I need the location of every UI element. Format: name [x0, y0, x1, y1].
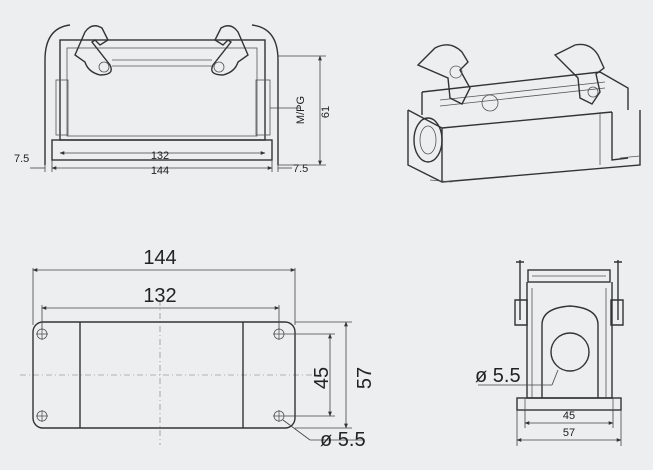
- side-dim-hole: ø 5.5: [475, 365, 521, 387]
- isometric-view: [407, 43, 641, 183]
- front-view: 132 144 7.5 7.5 61 M/PG: [14, 24, 332, 177]
- top-view: 144 132 45 57 ø 5.5: [20, 247, 376, 451]
- side-view: ø 5.5 45 57: [475, 260, 624, 446]
- front-label-mpg: M/PG: [295, 96, 307, 124]
- front-dim-132: 132: [151, 150, 169, 162]
- top-dim-57: 57: [354, 367, 376, 389]
- top-dim-hole: ø 5.5: [320, 429, 366, 451]
- side-dim-45: 45: [563, 410, 575, 422]
- front-dim-61: 61: [320, 106, 332, 118]
- side-dim-57: 57: [563, 427, 575, 439]
- front-dim-144: 144: [151, 165, 169, 177]
- top-dim-144: 144: [143, 247, 176, 269]
- top-dim-45: 45: [311, 367, 333, 389]
- front-dim-left-7-5: 7.5: [14, 153, 29, 165]
- top-dim-132: 132: [143, 285, 176, 307]
- front-dim-right-7-5: 7.5: [293, 163, 308, 175]
